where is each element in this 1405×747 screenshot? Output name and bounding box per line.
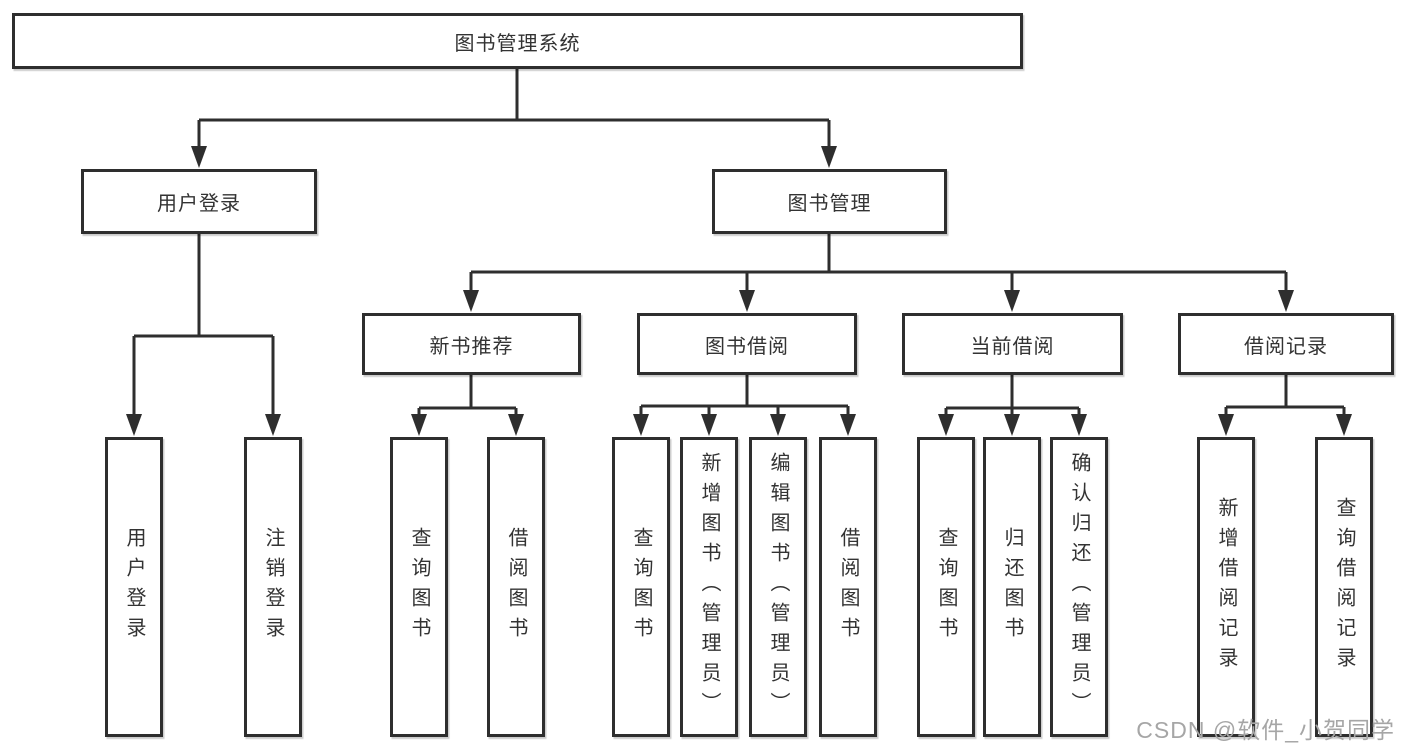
connector-user-login-to-leaves — [126, 234, 281, 436]
leaf-borrow-books: 借阅图书 — [819, 437, 877, 737]
leaf-logout: 注销登录 — [244, 437, 302, 737]
leaf-borrow-books-recommend-label: 借阅图书 — [505, 527, 527, 647]
leaf-query-books-borrow: 查询图书 — [612, 437, 670, 737]
leaf-query-books-recommend: 查询图书 — [390, 437, 448, 737]
group-book-borrow: 图书借阅 — [637, 313, 857, 375]
leaf-query-borrow-record-label: 查询借阅记录 — [1333, 497, 1355, 677]
leaf-query-borrow-record: 查询借阅记录 — [1315, 437, 1373, 737]
leaf-query-books-current: 查询图书 — [917, 437, 975, 737]
leaf-user-login: 用户登录 — [105, 437, 163, 737]
connector-book-management-to-groups — [463, 234, 1294, 312]
leaf-edit-book-admin: 编辑图书（管理员） — [749, 437, 807, 737]
connector-new-book-to-leaves — [411, 375, 524, 436]
leaf-borrow-books-label: 借阅图书 — [837, 527, 859, 647]
root-node-label: 图书管理系统 — [454, 32, 581, 55]
leaf-confirm-return-admin: 确认归还（管理员） — [1050, 437, 1108, 737]
leaf-return-book: 归还图书 — [983, 437, 1041, 737]
group-current-borrow-label: 当前借阅 — [970, 335, 1055, 358]
leaf-add-borrow-record-label: 新增借阅记录 — [1215, 497, 1237, 677]
group-book-borrow-label: 图书借阅 — [705, 335, 789, 358]
group-borrow-records-label: 借阅记录 — [1244, 335, 1328, 358]
branch-user-login-label: 用户登录 — [157, 193, 241, 215]
leaf-logout-label: 注销登录 — [262, 527, 284, 647]
leaf-query-books-current-label: 查询图书 — [935, 527, 957, 647]
branch-book-management: 图书管理 — [712, 169, 947, 234]
leaf-add-book-admin: 新增图书（管理员） — [680, 437, 738, 737]
group-new-book-recommend: 新书推荐 — [362, 313, 581, 375]
group-new-book-recommend-label: 新书推荐 — [429, 335, 514, 358]
branch-book-management-label: 图书管理 — [787, 193, 872, 215]
leaf-edit-book-admin-label: 编辑图书（管理员） — [767, 452, 789, 722]
group-borrow-records: 借阅记录 — [1178, 313, 1394, 375]
leaf-user-login-label: 用户登录 — [123, 527, 145, 647]
group-current-borrow: 当前借阅 — [902, 313, 1123, 375]
branch-user-login: 用户登录 — [81, 169, 317, 234]
root-node-system: 图书管理系统 — [12, 13, 1023, 69]
leaf-add-borrow-record: 新增借阅记录 — [1197, 437, 1255, 737]
leaf-add-book-admin-label: 新增图书（管理员） — [698, 452, 720, 722]
leaf-return-book-label: 归还图书 — [1001, 527, 1023, 647]
connector-borrow-records-to-leaves — [1218, 375, 1352, 436]
leaf-confirm-return-admin-label: 确认归还（管理员） — [1068, 452, 1090, 722]
csdn-watermark: CSDN @软件_小贺同学 — [1136, 717, 1395, 743]
leaf-query-books-borrow-label: 查询图书 — [630, 527, 652, 647]
connector-book-borrow-to-leaves — [633, 375, 856, 436]
connector-root-to-level2 — [191, 69, 837, 168]
leaf-query-books-recommend-label: 查询图书 — [408, 527, 430, 647]
connector-current-borrow-to-leaves — [938, 375, 1087, 436]
leaf-borrow-books-recommend: 借阅图书 — [487, 437, 545, 737]
